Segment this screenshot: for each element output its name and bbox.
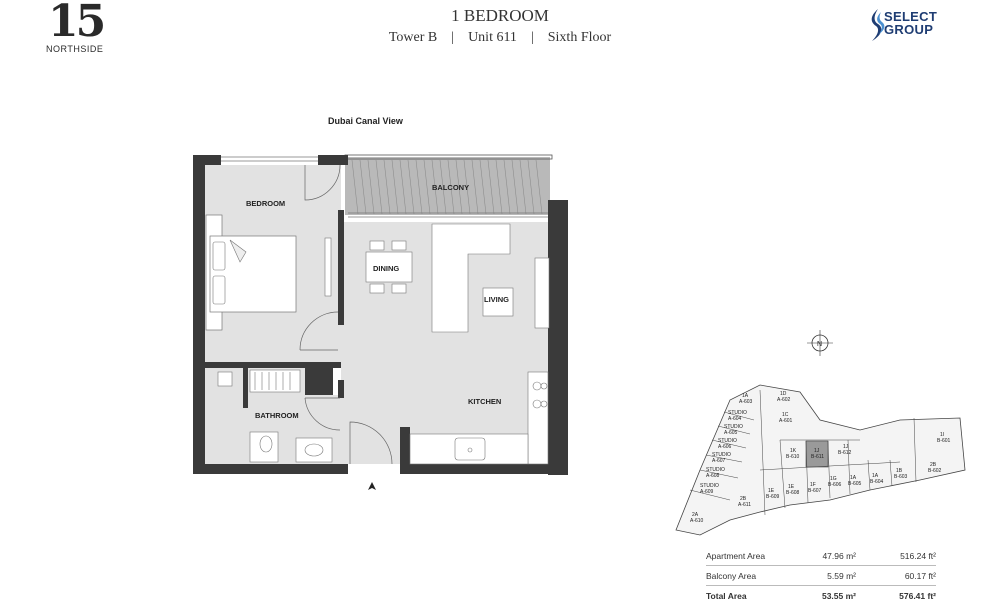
area-label: Balcony Area (706, 566, 796, 586)
key-unit-number: B-605 (848, 481, 862, 487)
room-label-bedroom: BEDROOM (246, 199, 285, 208)
key-unit-number: B-612 (838, 450, 852, 456)
key-unit-number: A-601 (779, 418, 793, 424)
key-unit-number: A-604 (728, 416, 742, 422)
key-unit-number: A-610 (690, 518, 704, 524)
key-unit-number: B-603 (894, 474, 908, 480)
entrance-arrow-icon (368, 482, 376, 490)
room-label-kitchen: KITCHEN (468, 397, 501, 406)
key-unit-number: B-608 (786, 490, 800, 496)
area-imperial: 516.24 ft² (856, 546, 936, 566)
area-metric: 47.96 m² (796, 546, 856, 566)
room-label-bathroom: BATHROOM (255, 411, 299, 420)
key-unit-number: B-602 (928, 468, 942, 474)
area-imperial: 60.17 ft² (856, 566, 936, 586)
key-plan: 1A A-603 1D A-602 1C A-601 STUDIO A-604 … (676, 385, 965, 535)
area-table: Apartment Area 47.96 m² 516.24 ft² Balco… (706, 546, 936, 605)
key-unit-number: B-601 (937, 438, 951, 444)
key-unit-number: A-603 (739, 399, 753, 405)
key-unit-number: B-611 (811, 454, 824, 460)
key-unit-number: A-605 (724, 430, 738, 436)
area-label: Total Area (706, 586, 796, 605)
key-unit-number: B-606 (828, 482, 842, 488)
compass-north-label: N (817, 341, 822, 348)
key-unit-number: B-607 (808, 488, 822, 494)
key-unit-number: A-606 (718, 444, 732, 450)
key-unit-number: A-609 (700, 489, 714, 495)
area-metric: 53.55 m² (796, 586, 856, 605)
key-unit-number: A-608 (706, 473, 720, 479)
area-imperial: 576.41 ft² (856, 586, 936, 605)
compass-icon: N (807, 330, 833, 356)
key-unit-number: B-604 (870, 479, 884, 485)
room-label-living: LIVING (484, 295, 509, 304)
key-unit-number: A-607 (712, 458, 726, 464)
key-unit-number: A-611 (738, 502, 751, 508)
key-unit-number: A-602 (777, 397, 791, 403)
area-metric: 5.59 m² (796, 566, 856, 586)
table-row: Balcony Area 5.59 m² 60.17 ft² (706, 566, 936, 586)
room-label-balcony: BALCONY (432, 183, 469, 192)
room-label-dining: DINING (373, 264, 399, 273)
table-row: Apartment Area 47.96 m² 516.24 ft² (706, 546, 936, 566)
table-row-total: Total Area 53.55 m² 576.41 ft² (706, 586, 936, 605)
key-unit-number: B-610 (786, 454, 800, 460)
area-label: Apartment Area (706, 546, 796, 566)
key-unit-number: B-609 (766, 494, 780, 500)
